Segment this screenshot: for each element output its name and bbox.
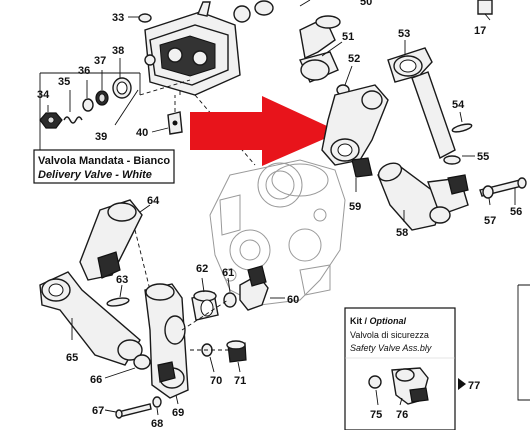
- callout-55: 55: [477, 151, 489, 163]
- part-66-ring: [104, 354, 151, 379]
- part-58-tee: [377, 162, 469, 231]
- callout-50: 50: [360, 0, 372, 8]
- callout-60: 60: [287, 294, 299, 306]
- part-61-ring: [223, 277, 237, 308]
- part-60-elbow: [239, 265, 285, 311]
- callout-64: 64: [147, 195, 160, 207]
- delivery-valve-title: Valvola Mandata - Bianco: [38, 155, 170, 167]
- callout-33: 33: [112, 12, 124, 24]
- callout-68: 68: [151, 418, 163, 430]
- part-71-plug: [226, 340, 247, 373]
- callout-37: 37: [94, 55, 106, 67]
- part-53-pipe: [387, 40, 456, 160]
- kit-pointer-icon: [458, 378, 466, 390]
- part-70-ring: [201, 343, 215, 373]
- callout-62: 62: [196, 263, 208, 275]
- delivery-valve-parts: [39, 58, 191, 150]
- part-17-bolt: [477, 0, 493, 21]
- part-59-manifold: [321, 84, 389, 192]
- callout-70: 70: [210, 375, 222, 387]
- part-62-nut: [191, 277, 219, 321]
- part-40-clip: [151, 90, 183, 135]
- part-33-washer: [128, 13, 152, 23]
- callout-57: 57: [484, 215, 496, 227]
- callout-labels: 17 33 34 35 36 37 38 39 40 50 51 52 53 5…: [37, 0, 522, 430]
- valve-manifold: [144, 1, 241, 96]
- callout-75: 75: [370, 409, 382, 421]
- callout-59: 59: [349, 201, 361, 213]
- callout-56: 56: [510, 206, 522, 218]
- top-o-rings: [233, 0, 274, 23]
- callout-69: 69: [172, 407, 184, 419]
- callout-40: 40: [136, 127, 148, 139]
- callout-39: 39: [95, 131, 107, 143]
- svg-text:Kit / Optional: Kit / Optional: [350, 316, 407, 326]
- part-65-tee: [39, 271, 143, 366]
- callout-61: 61: [222, 267, 234, 279]
- part-54-ring: [451, 111, 473, 133]
- callout-67: 67: [92, 405, 104, 417]
- red-arrow: [190, 96, 340, 166]
- optional-label: Optional: [370, 316, 407, 326]
- callout-76: 76: [396, 409, 408, 421]
- part-57-washer: [482, 185, 494, 206]
- part-55-ring: [443, 155, 475, 165]
- callout-71: 71: [234, 375, 246, 387]
- kit-line-2: Safety Valve Ass.bly: [350, 343, 432, 353]
- callout-65: 65: [66, 352, 78, 364]
- callout-77: 77: [468, 380, 480, 392]
- callout-17: 17: [474, 25, 486, 37]
- callout-36: 36: [78, 65, 90, 77]
- part-50-elbow: [299, 0, 341, 60]
- callout-53: 53: [398, 28, 410, 40]
- assembly-axis-1: [194, 94, 256, 166]
- callout-63: 63: [116, 274, 128, 286]
- kit-label: Kit: [350, 316, 362, 326]
- pump-body-ghost: [209, 159, 346, 306]
- kit-line-1: Valvola di sicurezza: [350, 330, 429, 340]
- part-63-ring: [106, 284, 130, 307]
- callout-52: 52: [348, 53, 360, 65]
- delivery-valve-subtitle: Delivery Valve - White: [38, 169, 152, 181]
- callout-51: 51: [342, 31, 354, 43]
- part-51-nut: [299, 41, 343, 83]
- right-edge-box: [517, 284, 530, 401]
- callout-34: 34: [37, 89, 50, 101]
- callout-38: 38: [112, 45, 124, 57]
- part-68-washer: [152, 396, 162, 416]
- kit-box: Kit / Optional Valvola di sicurezza Safe…: [344, 307, 456, 430]
- part-69-manifold: [144, 283, 189, 405]
- callout-58: 58: [396, 227, 408, 239]
- callout-35: 35: [58, 76, 70, 88]
- callout-66: 66: [90, 374, 102, 386]
- delivery-valve-box: Valvola Mandata - Bianco Delivery Valve …: [33, 149, 175, 184]
- part-67-bolt: [104, 403, 152, 419]
- callout-54: 54: [452, 99, 465, 111]
- assembly-axis-2: [181, 299, 229, 331]
